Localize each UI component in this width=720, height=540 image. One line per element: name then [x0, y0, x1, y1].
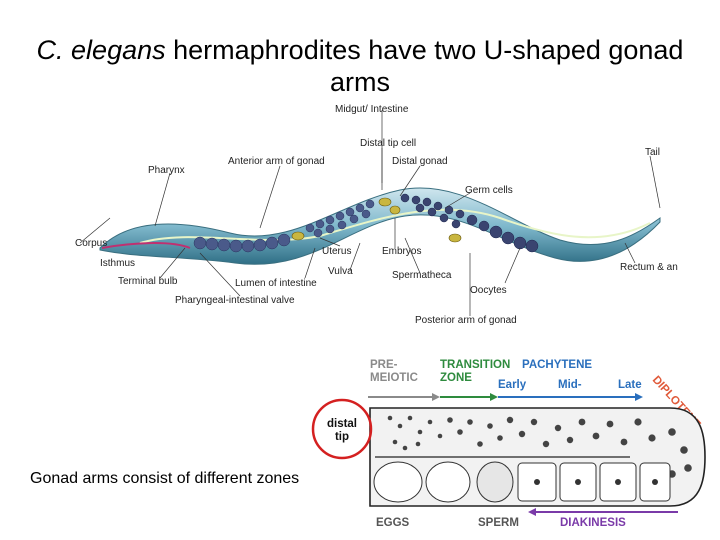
- label-anterior-arm: Anterior arm of gonad: [228, 156, 325, 167]
- label-embryos: Embryos: [382, 246, 421, 257]
- label-pi-valve: Pharyngeal-intestinal valve: [175, 295, 295, 306]
- slide-title: C. elegans hermaphrodites have two U-sha…: [20, 34, 700, 98]
- label-tail: Tail: [645, 147, 660, 158]
- label-uterus: Uterus: [322, 246, 351, 257]
- label-lumen: Lumen of intestine: [235, 278, 317, 289]
- zone-transition-line2: ZONE: [440, 372, 472, 384]
- label-distal-tip-cell: Distal tip cell: [360, 138, 416, 149]
- label-posterior-arm: Posterior arm of gonad: [415, 315, 517, 326]
- label-eggs: EGGS: [376, 517, 410, 529]
- zone-pachytene: PACHYTENE: [522, 359, 592, 371]
- label-oocytes: Oocytes: [470, 285, 507, 296]
- zone-premeiotic-line1: PRE-: [370, 359, 398, 371]
- label-spermatheca: Spermatheca: [392, 270, 452, 281]
- title-rest: hermaphrodites have two U-shaped gonad a…: [166, 35, 684, 97]
- zone-late: Late: [618, 379, 642, 391]
- zones-caption: Gonad arms consist of different zones: [30, 470, 299, 488]
- zone-premeiotic-line2: MEIOTIC: [370, 372, 418, 384]
- label-midgut: Midgut/ Intestine: [335, 104, 409, 115]
- label-isthmus: Isthmus: [100, 258, 135, 269]
- label-sperm: SPERM: [478, 517, 519, 529]
- label-rectum: Rectum & an: [620, 262, 678, 273]
- title-species: C. elegans: [37, 35, 166, 65]
- label-diakinesis: DIAKINESIS: [560, 517, 626, 529]
- label-pharynx: Pharynx: [148, 165, 185, 176]
- label-corpus: Corpus: [75, 238, 107, 249]
- label-distal-gonad: Distal gonad: [392, 156, 448, 167]
- worm-anatomy-diagram: Midgut/ Intestine Distal tip cell Tail P…: [60, 98, 700, 333]
- zone-early: Early: [498, 379, 527, 391]
- spermatheca: [477, 462, 513, 502]
- distal-tip-line1: distal: [327, 418, 357, 430]
- distal-tip-line2: tip: [335, 431, 349, 443]
- label-germ-cells: Germ cells: [465, 185, 513, 196]
- zone-transition-line1: TRANSITION: [440, 359, 510, 371]
- gonad-zones-diagram: PRE- MEIOTIC TRANSITION ZONE PACHYTENE E…: [300, 352, 715, 537]
- zone-mid: Mid-: [558, 379, 582, 391]
- label-vulva: Vulva: [328, 266, 353, 277]
- label-terminal-bulb: Terminal bulb: [118, 276, 178, 287]
